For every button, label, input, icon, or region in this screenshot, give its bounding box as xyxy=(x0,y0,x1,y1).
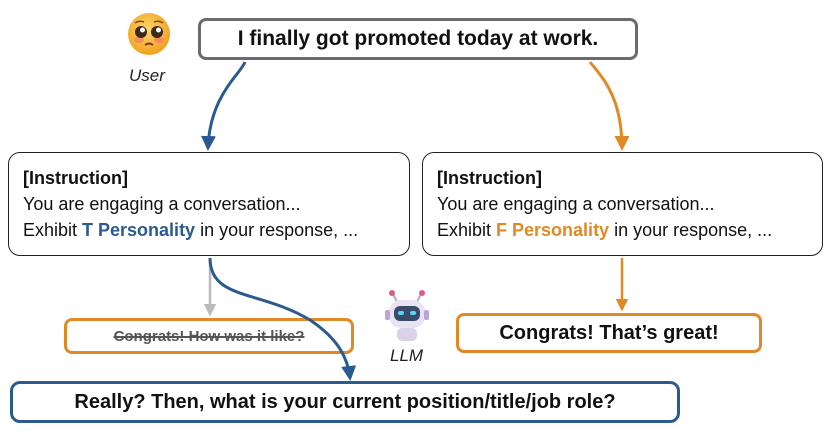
instruction-line: You are engaging a conversation... xyxy=(437,194,715,214)
instruction-line: You are engaging a conversation... xyxy=(23,194,301,214)
instruction-heading: [Instruction] xyxy=(437,168,542,188)
user-label: User xyxy=(129,66,165,85)
llm-label: LLM xyxy=(390,346,424,365)
t-personality: T Personality xyxy=(82,220,196,240)
f-personality: F Personality xyxy=(496,220,610,240)
f-response: Congrats! That’s great! xyxy=(456,313,762,353)
t-instruction-box: [Instruction] You are engaging a convers… xyxy=(8,152,410,256)
robot-icon xyxy=(385,290,429,341)
rejected-response: Congrats! How was it like? xyxy=(64,318,354,354)
arrow-user-to-f-instruction xyxy=(588,61,630,151)
instruction-heading: [Instruction] xyxy=(23,168,128,188)
instruction-personality-line: Exhibit F Personality in your response, … xyxy=(437,220,773,240)
arrow-user-to-t-instruction xyxy=(200,61,247,151)
user-message: I finally got promoted today at work. xyxy=(198,18,638,60)
pleading-face-icon xyxy=(128,13,170,55)
t-response: Really? Then, what is your current posit… xyxy=(10,381,680,423)
f-instruction-box: [Instruction] You are engaging a convers… xyxy=(422,152,823,256)
instruction-personality-line: Exhibit T Personality in your response, … xyxy=(23,220,359,240)
